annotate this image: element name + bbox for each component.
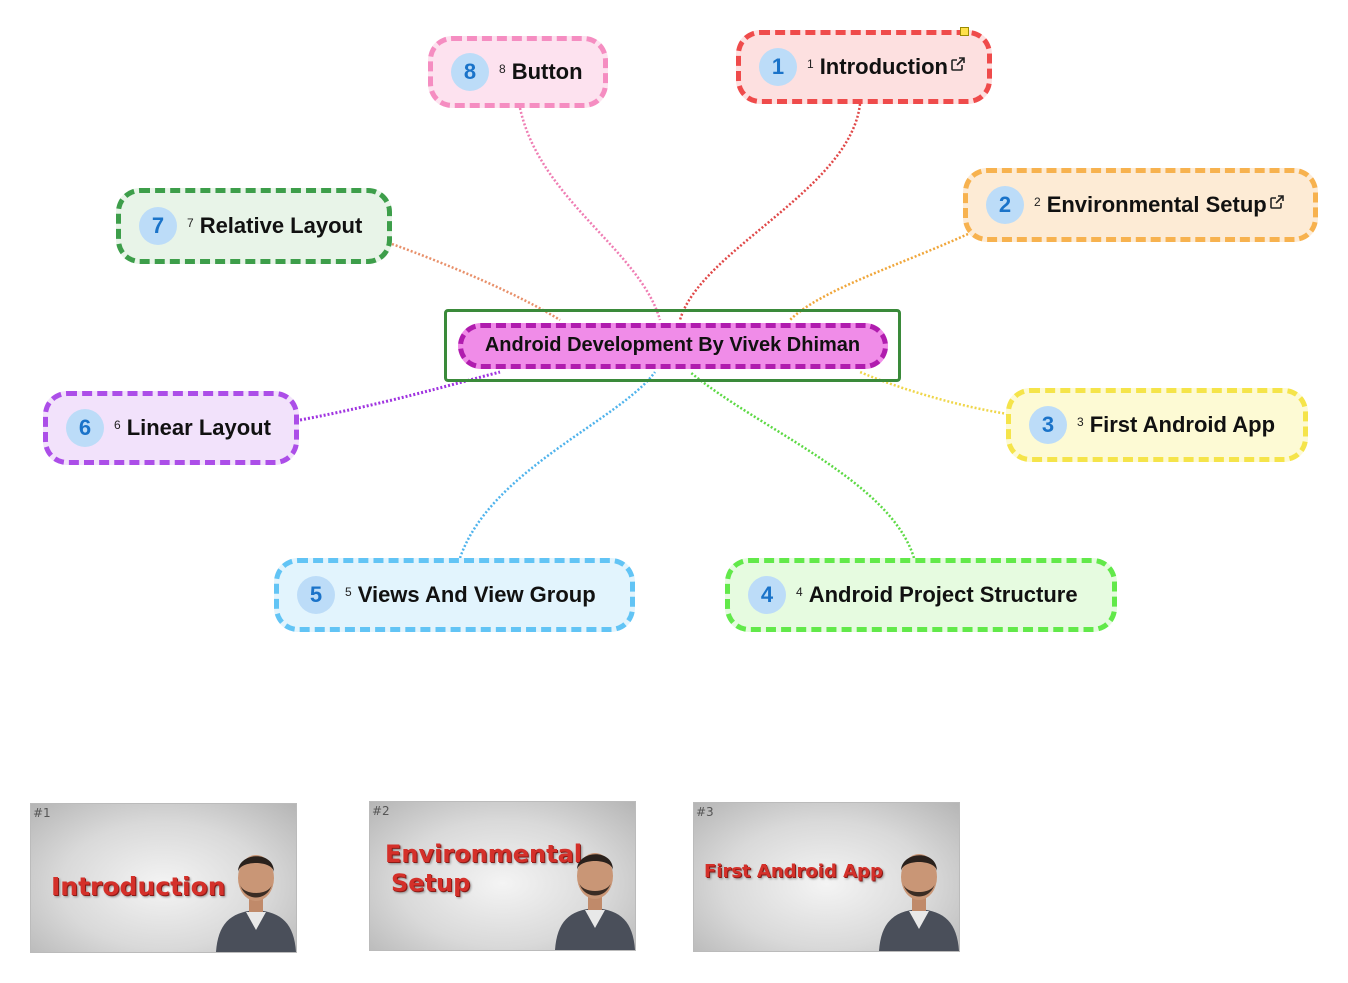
topic-label: Android Project Structure: [808, 582, 1078, 607]
topic-label: Relative Layout: [199, 213, 363, 238]
topic-first-android-app[interactable]: 3 3 First Android App: [1006, 388, 1308, 462]
presenter-photo: [216, 855, 296, 952]
selection-handle[interactable]: [960, 27, 969, 36]
topic-label: First Android App: [1089, 412, 1276, 437]
thumbnail-environmental-setup[interactable]: #2 Environmental Setup: [369, 801, 636, 951]
topic-introduction[interactable]: 1 1 Introduction: [736, 30, 992, 104]
topic-views-and-view-group[interactable]: 5 5 Views And View Group: [274, 558, 635, 632]
topic-android-project-structure[interactable]: 4 4 Android Project Structure: [725, 558, 1117, 632]
thumbnail-introduction[interactable]: #1 Introduction: [30, 803, 297, 953]
topic-label: Button: [511, 59, 583, 84]
thumbnail-tag: #3: [696, 805, 714, 819]
presenter-photo: [555, 853, 635, 950]
topic-label: Linear Layout: [126, 415, 271, 440]
link-environmental-setup: [789, 232, 969, 321]
topic-relative-layout[interactable]: 7 7 Relative Layout: [116, 188, 392, 264]
topic-index: 2: [1034, 195, 1041, 209]
topic-index: 3: [1077, 415, 1084, 429]
topic-number-badge: 4: [748, 576, 786, 614]
topic-button[interactable]: 8 8 Button: [428, 36, 608, 108]
topic-label: Environmental Setup: [1046, 192, 1267, 217]
link-button: [518, 107, 662, 321]
link-introduction: [678, 103, 862, 321]
topic-number-badge: 5: [297, 576, 335, 614]
topic-number-badge: 7: [139, 207, 177, 245]
topic-number-badge: 8: [451, 53, 489, 91]
central-topic-label: Android Development By Vivek Dhiman: [484, 334, 861, 356]
topic-number-badge: 6: [66, 409, 104, 447]
central-topic-frame[interactable]: Android Development By Vivek Dhiman: [444, 309, 901, 382]
thumbnail-first-android-app[interactable]: #3 First Android App: [693, 802, 960, 952]
topic-index: 8: [499, 62, 506, 76]
link-views-and-view-group: [458, 371, 657, 559]
topic-linear-layout[interactable]: 6 6 Linear Layout: [43, 391, 299, 465]
topic-index: 6: [114, 418, 121, 432]
presenter-photo: [879, 854, 959, 951]
link-android-project-structure: [689, 371, 916, 559]
external-link-icon[interactable]: [950, 56, 966, 72]
topic-label: Introduction: [819, 54, 948, 79]
topic-index: 7: [187, 216, 194, 230]
topic-number-badge: 3: [1029, 406, 1067, 444]
topic-index: 1: [807, 57, 814, 71]
central-topic[interactable]: Android Development By Vivek Dhiman: [457, 322, 888, 369]
topic-index: 5: [345, 585, 352, 599]
topic-index: 4: [796, 585, 803, 599]
thumbnail-title: Environmental Setup: [385, 840, 583, 897]
external-link-icon[interactable]: [1269, 194, 1285, 210]
topic-number-badge: 2: [986, 186, 1024, 224]
thumbnail-tag: #2: [372, 804, 390, 818]
topic-number-badge: 1: [759, 48, 797, 86]
topic-environmental-setup[interactable]: 2 2 Environmental Setup: [963, 168, 1318, 242]
thumbnail-tag: #1: [33, 806, 51, 820]
topic-label: Views And View Group: [357, 582, 596, 607]
thumbnail-title: Introduction: [51, 872, 226, 901]
thumbnail-title: First Android App: [704, 861, 883, 882]
